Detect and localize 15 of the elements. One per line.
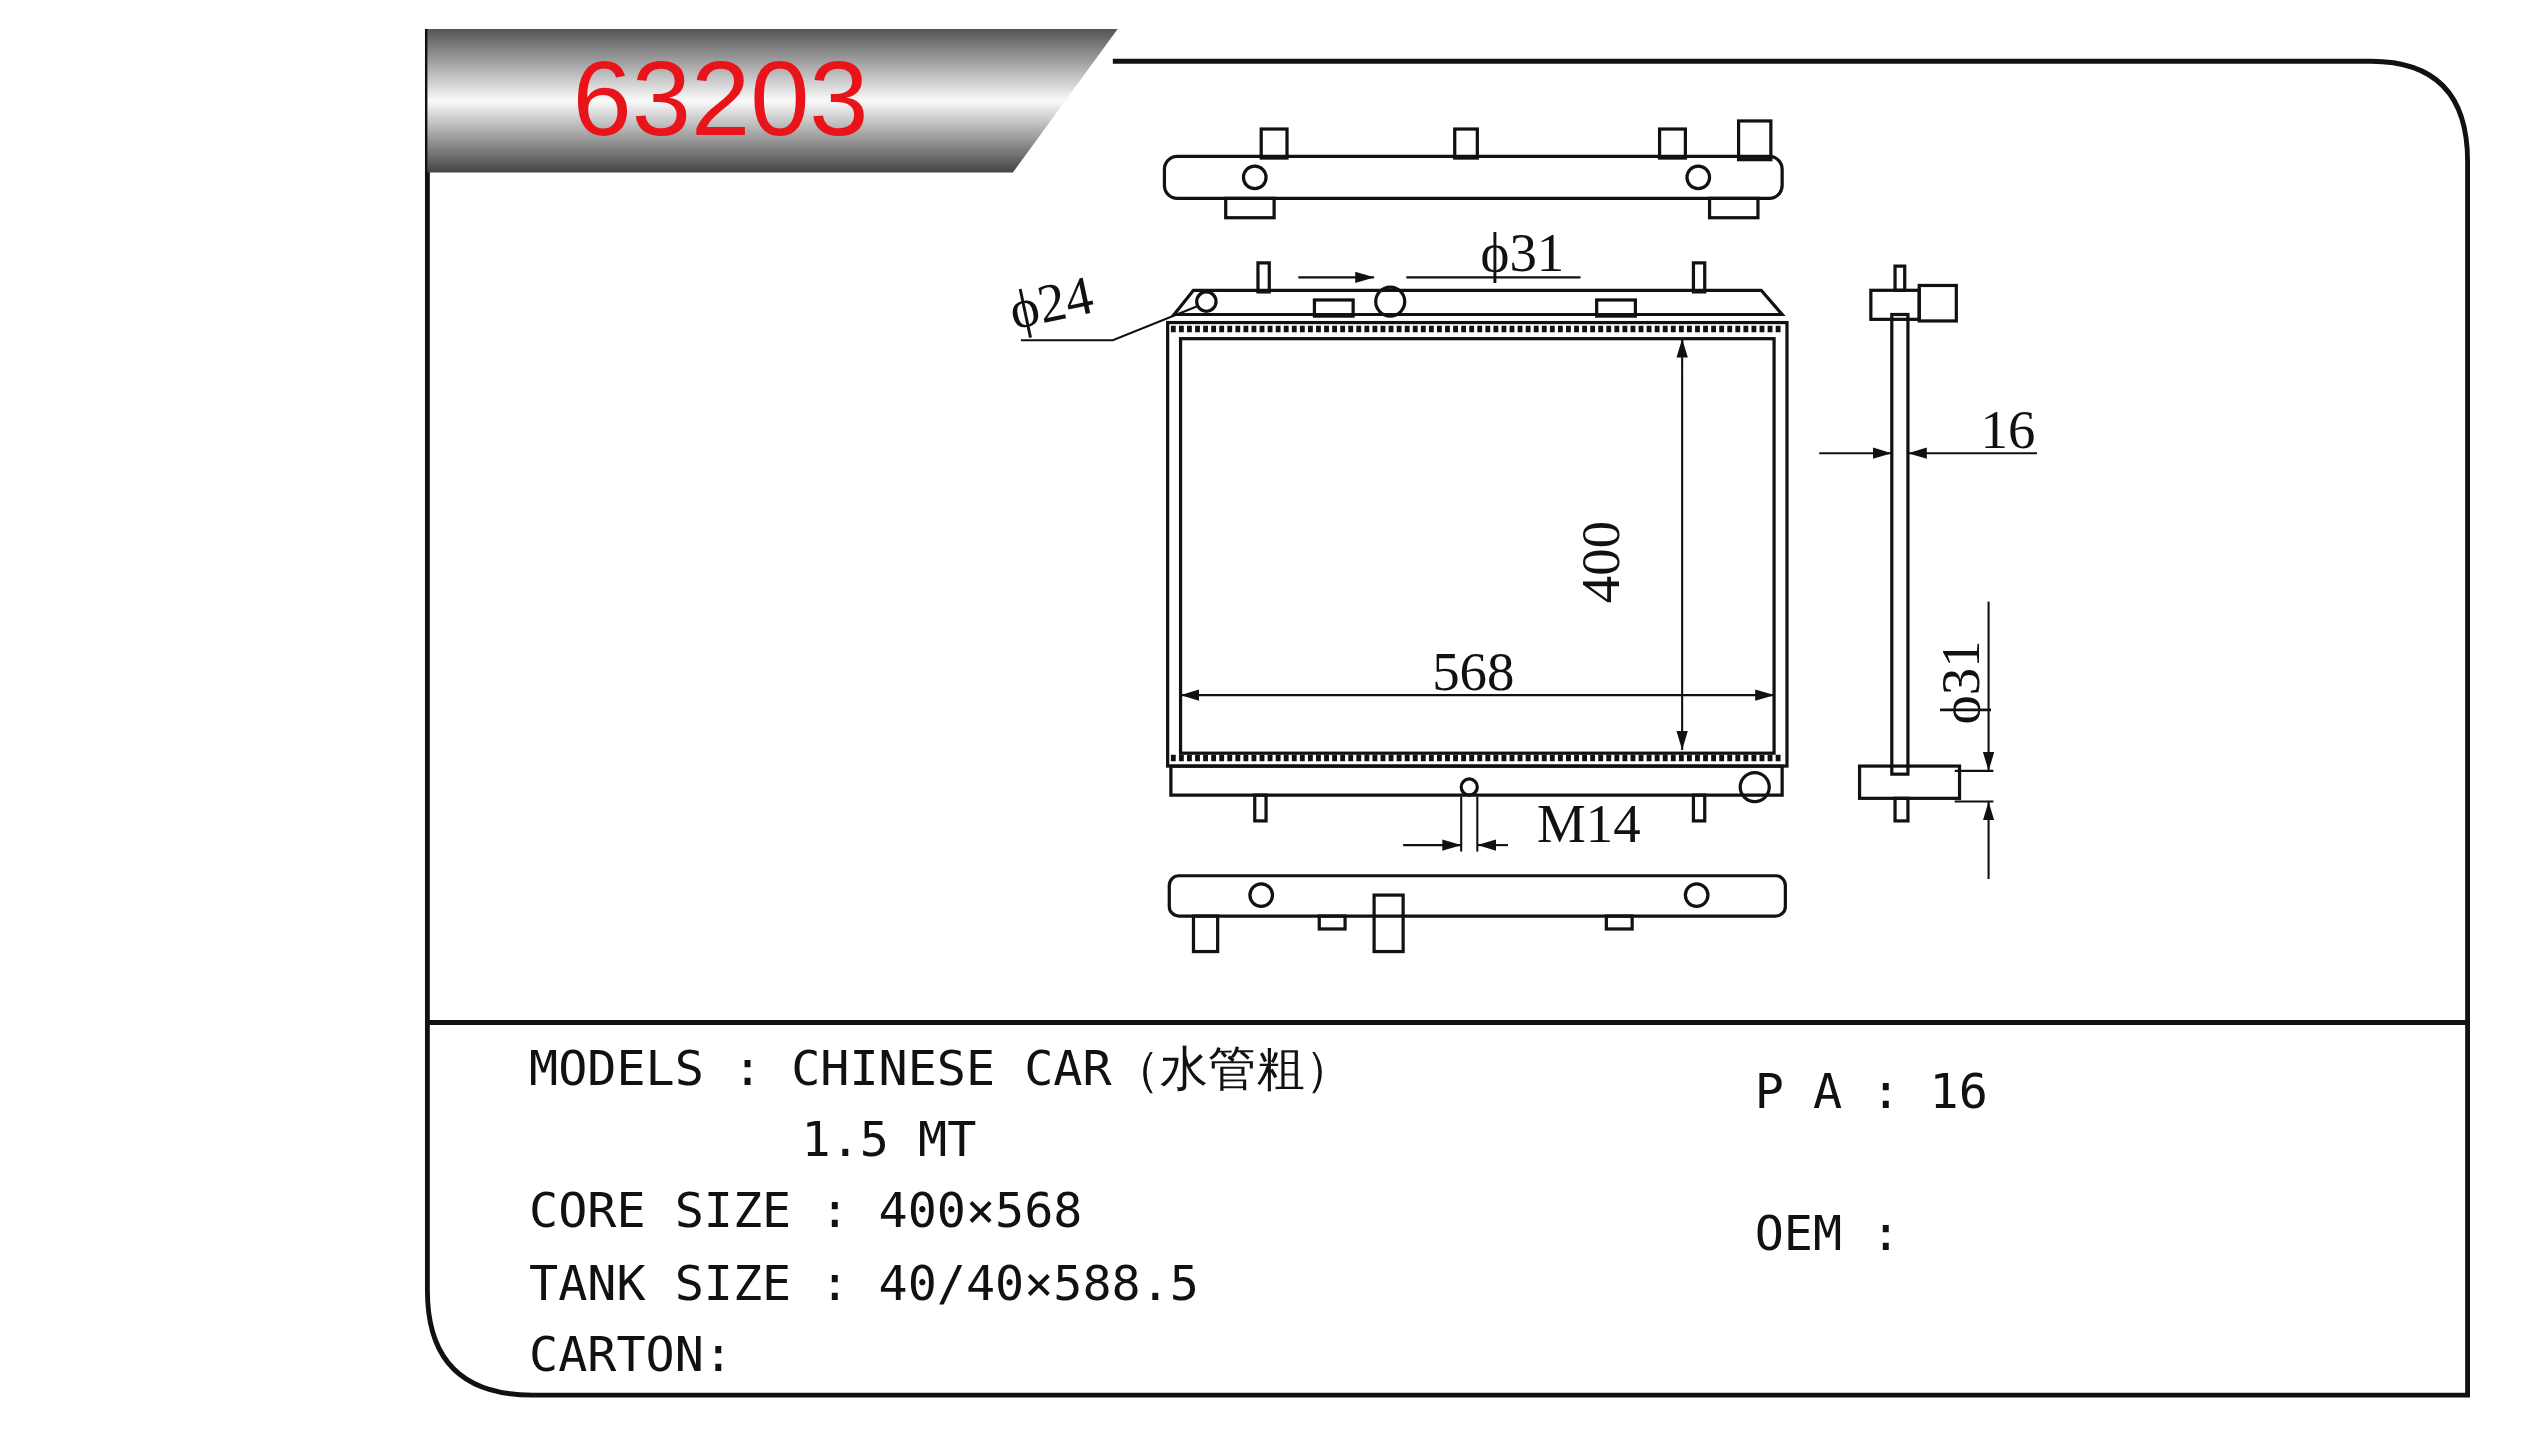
dimension-label: ϕ31 — [1933, 640, 1989, 725]
dimension-label: 16 — [1980, 403, 2036, 459]
spec-text: TANK SIZE : 40/40×588.5 — [529, 1259, 1199, 1308]
spec-text: CORE SIZE : 400×568 — [529, 1187, 1083, 1236]
part-number-title: 63203 — [572, 45, 869, 152]
spec-text: P A : 16 — [1754, 1067, 1988, 1117]
dimension-label: 400 — [1574, 520, 1629, 604]
spec-text: CARTON: — [529, 1330, 733, 1379]
spec-text: 1.5 MT — [801, 1116, 977, 1165]
spec-text: OEM : — [1754, 1209, 1901, 1258]
dimension-label: ϕ31 — [1480, 225, 1565, 281]
dimension-label: 568 — [1432, 645, 1515, 700]
spec-text: MODELS : CHINESE CAR（水管粗） — [529, 1045, 1354, 1094]
dimension-label: ϕ24 — [1004, 267, 1098, 339]
dimension-label: M14 — [1537, 796, 1641, 852]
